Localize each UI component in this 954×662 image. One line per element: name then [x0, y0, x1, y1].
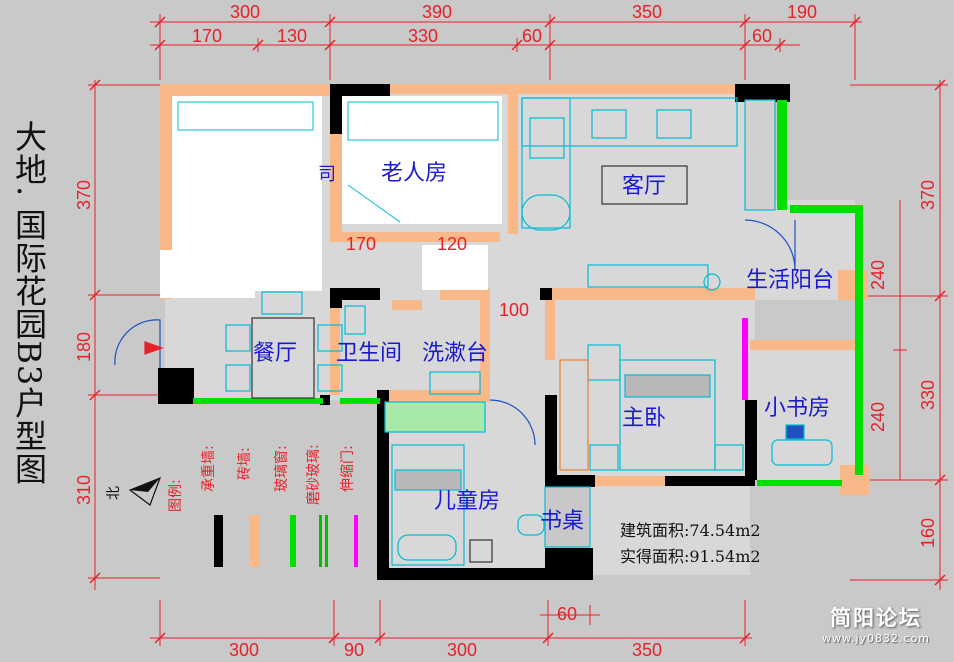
legend-brick-swatch — [250, 515, 260, 567]
room-wash: 洗漱台 — [422, 341, 488, 366]
dim-top-3: 350 — [632, 2, 662, 22]
dim-top-2: 390 — [422, 2, 452, 22]
dimension-labels: 300 390 350 190 170 130 330 60 60 170 12… — [74, 2, 938, 660]
dim-left-2: 180 — [74, 332, 94, 362]
bearing-walls — [158, 84, 790, 580]
dim-top-in-2: 130 — [277, 26, 307, 46]
room-living: 客厅 — [622, 174, 666, 199]
north-arrow: 北 — [106, 476, 162, 506]
room-elder: 老人房 — [381, 161, 447, 186]
dim-top-4: 190 — [787, 2, 817, 22]
dim-right-2: 330 — [918, 380, 938, 410]
legend-bearing-swatch — [214, 515, 223, 567]
masked-area-lines — [177, 101, 499, 223]
build-area: 建筑面积:74.54m2 — [620, 521, 761, 540]
room-balcony: 生活阳台 — [746, 268, 834, 293]
legend: 图例: 承重墙: 砖墙: 玻璃窗: 磨砂玻璃: 伸缩门: — [168, 444, 358, 567]
legend-bearing-label: 承重墙: — [201, 445, 217, 492]
legend-brick-label: 砖墙: — [237, 447, 253, 480]
dim-top-1: 300 — [230, 2, 260, 22]
room-bathroom: 卫生间 — [336, 341, 402, 366]
dim-bot-1: 300 — [229, 640, 259, 660]
dim-right-in-1: 240 — [868, 260, 888, 290]
dim-top-in-1: 170 — [192, 26, 222, 46]
legend-door-swatch — [354, 515, 358, 567]
room-study: 小书房 — [764, 396, 830, 421]
dim-bot-4: 350 — [632, 640, 662, 660]
dimension-ticks — [89, 16, 946, 644]
legend-frosted-swatch-b — [325, 515, 328, 567]
room-kids: 儿童房 — [434, 489, 500, 514]
area-info: 建筑面积:74.54m2 实得面积:91.54m2 — [620, 518, 761, 570]
dim-inner-2: 120 — [437, 234, 467, 254]
legend-door-label: 伸缩门: — [340, 445, 356, 492]
dim-top-in-5: 60 — [752, 26, 772, 46]
dim-bot-3: 300 — [447, 640, 477, 660]
room-dining: 餐厅 — [253, 341, 297, 366]
glass-windows — [193, 100, 863, 486]
dim-top-in-4: 60 — [522, 26, 542, 46]
real-area: 实得面积:91.54m2 — [620, 547, 761, 566]
watermark-name: 简阳论坛 — [830, 606, 923, 630]
room-labels: 老人房 客厅 生活阳台 餐厅 卫生间 洗漱台 主卧 小书房 儿童房 书桌 司 — [253, 161, 834, 534]
sliding-doors — [742, 318, 748, 400]
north-label: 北 — [106, 486, 122, 500]
dim-bot-2: 90 — [344, 640, 364, 660]
dim-right-3: 160 — [918, 518, 938, 548]
legend-frosted-label: 磨砂玻璃: — [305, 444, 322, 505]
dim-right-1: 370 — [918, 180, 938, 210]
room-master: 主卧 — [622, 406, 666, 431]
brick-walls — [160, 84, 870, 495]
legend-frosted-swatch-a — [319, 515, 322, 567]
dim-inner-1: 170 — [346, 234, 376, 254]
legend-title: 图例: — [168, 479, 184, 512]
watermark: 简阳论坛 www.jy0832.com — [822, 602, 930, 645]
legend-glass-label: 玻璃窗: — [273, 445, 290, 492]
watermark-url: www.jy0832.com — [822, 632, 931, 645]
dim-top-in-3: 330 — [408, 26, 438, 46]
furniture — [114, 97, 833, 566]
dim-right-in-2: 240 — [868, 402, 888, 432]
masked-area — [160, 96, 502, 298]
room-desk: 书桌 — [540, 509, 584, 534]
legend-glass-swatch — [290, 515, 296, 567]
dim-inner-3: 100 — [499, 300, 529, 320]
dim-bot-top: 60 — [557, 604, 577, 624]
dim-left-3: 310 — [74, 475, 94, 505]
room-partial: 司 — [318, 164, 336, 185]
dim-left-1: 370 — [74, 180, 94, 210]
plan-title: 大地. 国际花园B3户型图 — [10, 120, 48, 486]
